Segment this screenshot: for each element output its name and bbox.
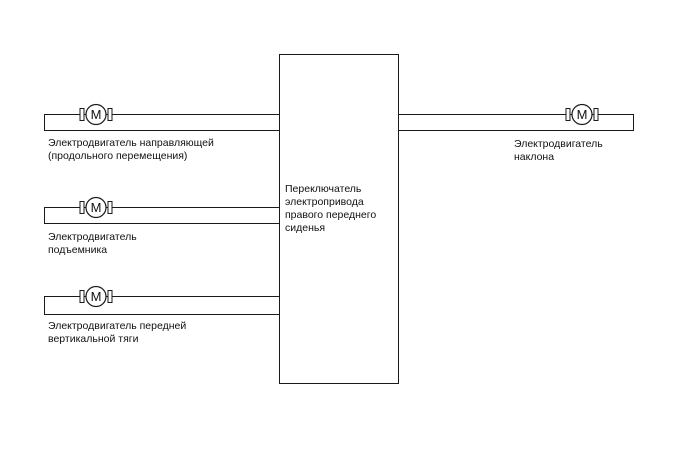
recline-motor-label-line-1: Электродвигатель [514,138,603,150]
wire-front-vertical-motor [44,296,280,315]
front-vertical-motor-label: Электродвигатель передней вертикальной т… [48,320,186,346]
recline-motor-label: Электродвигатель наклона [514,138,603,164]
slide-motor-label-line-1: Электродвигатель направляющей [48,137,214,149]
front-vertical-motor-label-line-1: Электродвигатель передней [48,320,187,332]
switch-label-line-4: сиденья [285,222,326,234]
switch-label: Переключатель электропривода правого пер… [285,183,376,235]
switch-label-line-3: правого переднего [285,209,377,221]
recline-motor-label-line-2: наклона [514,151,555,163]
wire-slide-motor [44,114,280,131]
motor-slide-symbol: M [91,107,102,122]
wire-recline-motor [398,114,634,131]
switch-label-line-1: Переключатель [285,183,362,195]
lifter-motor-label-line-2: подъемника [48,244,108,256]
motor-recline-icon: M [565,103,599,126]
motor-front-vertical-icon: M [79,285,113,308]
lifter-motor-label: Электродвигатель подъемника [48,231,137,257]
slide-motor-label-line-2: (продольного перемещения) [48,150,188,162]
motor-front-vertical-symbol: M [91,289,102,304]
lifter-motor-label-line-1: Электродвигатель [48,231,137,243]
front-vertical-motor-label-line-2: вертикальной тяги [48,333,139,345]
slide-motor-label: Электродвигатель направляющей (продольно… [48,137,214,163]
motor-lifter-icon: M [79,196,113,219]
switch-label-line-2: электропривода [285,196,364,208]
motor-recline-symbol: M [577,107,588,122]
power-seat-switch-box [279,54,399,384]
wire-lifter-motor [44,207,280,224]
motor-lifter-symbol: M [91,200,102,215]
motor-slide-icon: M [79,103,113,126]
